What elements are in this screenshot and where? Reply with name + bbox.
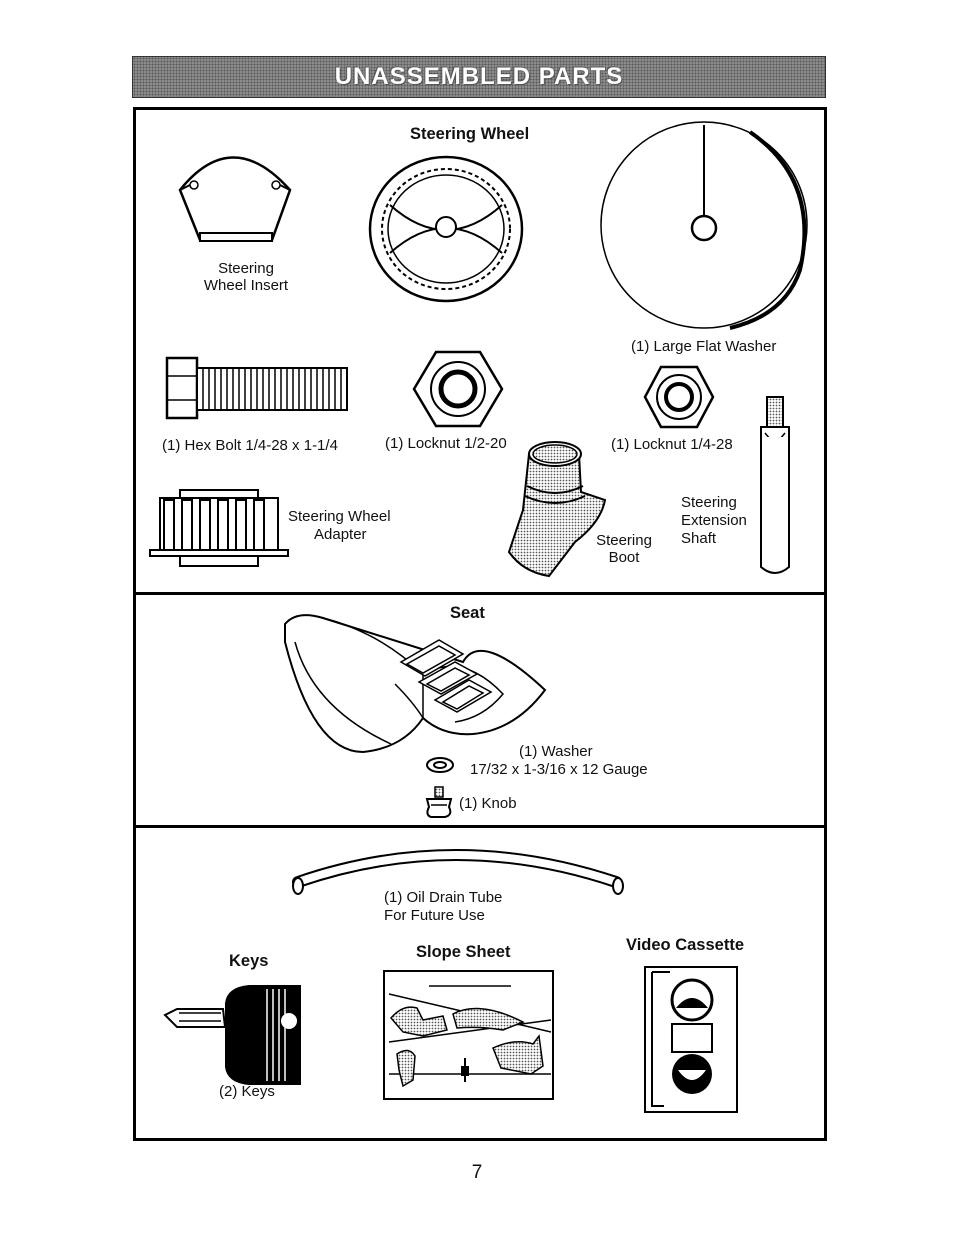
steering-boot-illustration (507, 441, 607, 578)
locknut-quarter-illustration (643, 365, 715, 429)
steering-wheel-heading: Steering Wheel (410, 125, 530, 143)
steering-boot-label-line2: Boot (608, 549, 640, 566)
keys-illustration (163, 985, 301, 1085)
steering-extension-shaft-label-line3: Shaft (681, 530, 717, 547)
steering-wheel-adapter-illustration (149, 489, 289, 567)
steering-extension-shaft-label-line2: Extension (681, 512, 747, 529)
steering-wheel-adapter-label-line1: Steering Wheel (288, 508, 391, 525)
keys-heading: Keys (229, 952, 269, 970)
steering-wheel-insert-illustration (178, 156, 292, 242)
steering-wheel-illustration (368, 155, 524, 303)
seat-parts-panel (133, 592, 827, 827)
misc-parts-panel (133, 825, 827, 1141)
large-flat-washer-label: (1) Large Flat Washer (631, 338, 777, 355)
seat-heading: Seat (450, 604, 485, 622)
hex-bolt-label: (1) Hex Bolt 1/4-28 x 1-1/4 (162, 437, 338, 454)
oil-drain-tube-label-line2: For Future Use (384, 907, 485, 924)
knob-illustration (425, 786, 453, 818)
header-banner: UNASSEMBLED PARTS (132, 56, 826, 98)
oil-drain-tube-illustration (292, 849, 624, 895)
hex-bolt-illustration (165, 356, 348, 420)
seat-illustration (284, 614, 547, 754)
video-cassette-heading: Video Cassette (626, 936, 744, 954)
locknut-half-label: (1) Locknut 1/2-20 (385, 435, 507, 452)
seat-washer-label-line1: (1) Washer (519, 743, 593, 760)
page-title: UNASSEMBLED PARTS (334, 63, 624, 90)
keys-label: (2) Keys (219, 1083, 275, 1100)
video-cassette-illustration (644, 966, 738, 1113)
steering-extension-shaft-illustration (760, 396, 790, 574)
slope-sheet-illustration (383, 970, 554, 1100)
slope-sheet-heading: Slope Sheet (416, 943, 511, 961)
steering-boot-label-line1: Steering (596, 532, 652, 549)
steering-wheel-insert-label-line1: Steering (218, 260, 274, 277)
steering-wheel-insert-label-line2: Wheel Insert (203, 277, 289, 294)
steering-wheel-adapter-label-line2: Adapter (314, 526, 367, 543)
locknut-half-illustration (412, 350, 504, 428)
page-number: 7 (471, 1162, 483, 1183)
steering-extension-shaft-label-line1: Steering (681, 494, 737, 511)
large-flat-washer-illustration (600, 121, 808, 330)
knob-label: (1) Knob (459, 795, 517, 812)
locknut-quarter-label: (1) Locknut 1/4-28 (611, 436, 733, 453)
oil-drain-tube-label-line1: (1) Oil Drain Tube (384, 889, 503, 906)
washer-illustration (426, 757, 454, 773)
seat-washer-label-line2: 17/32 x 1-3/16 x 12 Gauge (470, 761, 648, 778)
